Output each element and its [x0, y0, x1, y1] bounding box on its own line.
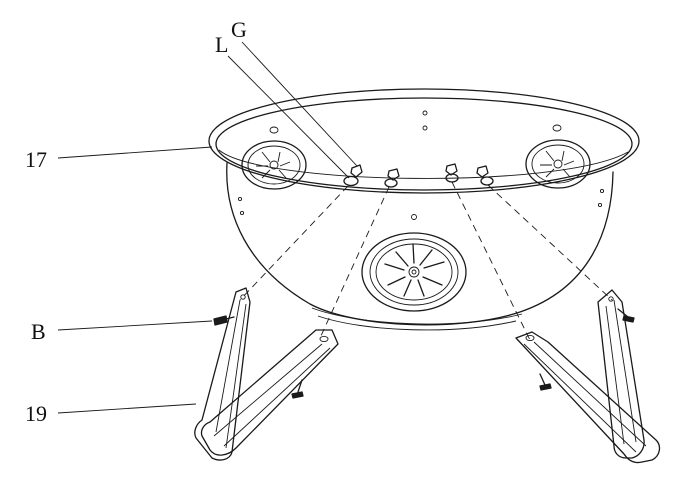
fastener-4	[476, 165, 494, 186]
callout-l: L	[215, 32, 228, 57]
screw-1	[213, 315, 235, 326]
bowl-bottom-band	[311, 307, 523, 325]
callout-19: 19	[25, 401, 47, 426]
fire-bowl	[208, 88, 640, 331]
bowl-rim-inner	[215, 97, 633, 191]
leader-17	[57, 146, 213, 159]
callout-17: 17	[25, 147, 47, 172]
assembly-guide-lines	[239, 181, 613, 341]
screws	[213, 308, 635, 399]
leader-g	[241, 41, 358, 167]
leg-left-outer	[194, 287, 251, 461]
leader-19	[57, 403, 197, 414]
bowl-rim-shadow	[218, 149, 629, 179]
leader-l	[227, 55, 350, 179]
rim-fasteners	[343, 163, 494, 188]
left-inner-vent	[241, 126, 307, 190]
interior-holes	[237, 110, 605, 220]
bowl-rim-outer	[208, 88, 640, 194]
callout-b: B	[31, 319, 46, 344]
screw-3	[539, 373, 552, 391]
fastener-1	[343, 164, 363, 187]
right-inner-vent	[525, 124, 591, 189]
leg-right-outer	[597, 289, 645, 459]
leader-b	[57, 320, 213, 331]
screw-4	[617, 308, 635, 323]
leg-right-front	[515, 331, 661, 464]
bowl-body	[226, 162, 614, 326]
fastener-3	[445, 163, 459, 183]
callout-g: G	[231, 17, 247, 42]
fastener-2	[384, 168, 400, 188]
bowl-bottom-band-inner	[317, 315, 517, 331]
front-vent	[361, 232, 467, 312]
leader-lines	[57, 41, 358, 414]
leg-left-front	[200, 329, 339, 456]
screw-2	[291, 379, 304, 399]
